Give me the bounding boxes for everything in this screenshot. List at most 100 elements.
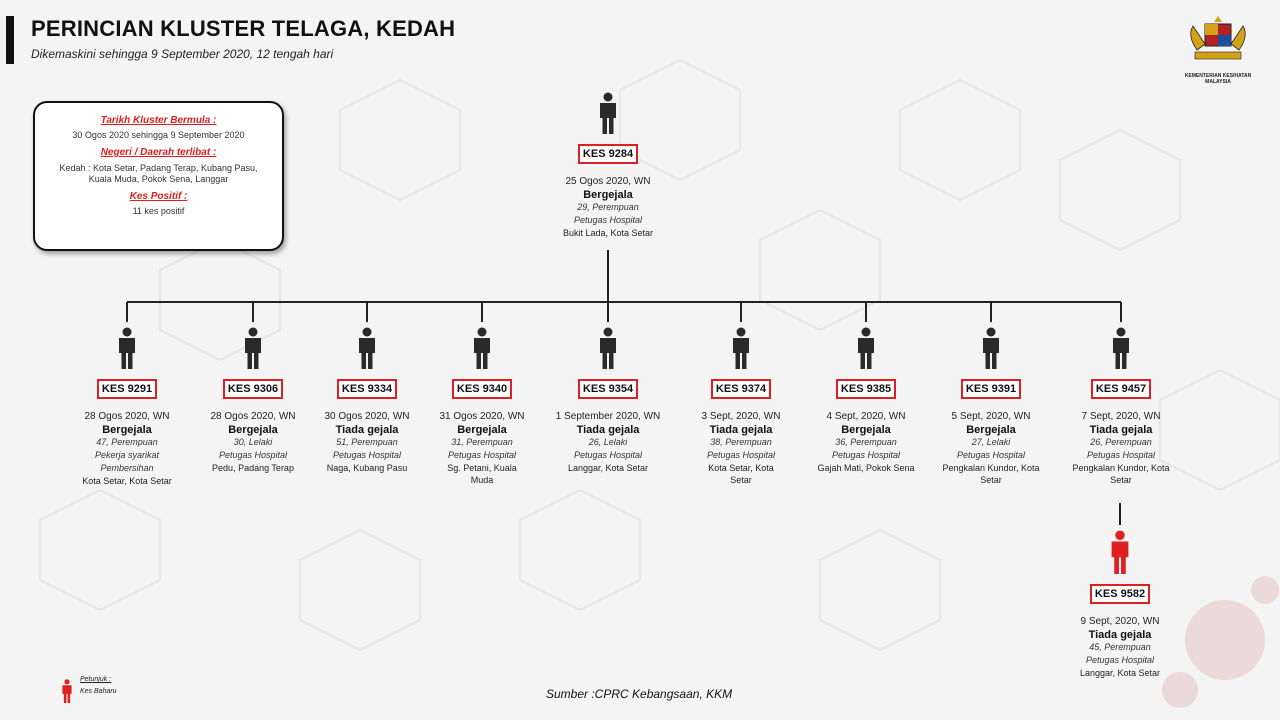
- case-age-gender: 29, Perempuan: [577, 202, 639, 212]
- case-location: Pengkalan Kundor, Kota Setar: [942, 463, 1040, 485]
- case-status: Bergejala: [457, 424, 507, 436]
- case-node: KES 9354 1 September 2020, WN Tiada geja…: [543, 327, 673, 474]
- case-id-box: KES 9284: [577, 144, 639, 164]
- case-occupation: Petugas Hospital: [706, 450, 776, 460]
- case-id-box: KES 9385: [835, 379, 897, 399]
- case-location: Kota Setar, Kota Setar: [708, 463, 774, 485]
- person-icon: [119, 327, 135, 369]
- case-status: Bergejala: [966, 424, 1016, 436]
- case-node: KES 9334 30 Ogos 2020, WN Tiada gejala 5…: [302, 327, 432, 474]
- case-age-gender: 31, Perempuan: [451, 437, 513, 447]
- case-age-gender: 51, Perempuan: [336, 437, 398, 447]
- case-occupation: Petugas Hospital: [332, 450, 402, 460]
- case-id-box: KES 9457: [1090, 379, 1152, 399]
- case-id-box: KES 9291: [96, 379, 158, 399]
- case-id-box: KES 9374: [710, 379, 772, 399]
- case-id-box: KES 9391: [960, 379, 1022, 399]
- case-status: Tiada gejala: [1088, 629, 1152, 641]
- case-id-box: KES 9306: [222, 379, 284, 399]
- ministry-logo: KEMENTERIAN KESIHATAN MALAYSIA: [1170, 12, 1266, 85]
- case-date: 1 September 2020, WN: [555, 411, 661, 422]
- case-age-gender: 26, Lelaki: [588, 437, 628, 447]
- positive-heading: Kes Positif :: [129, 191, 188, 202]
- new-case-person-icon: [62, 679, 72, 703]
- page-subtitle: Dikemaskini sehingga 9 September 2020, 1…: [31, 47, 334, 61]
- area-value: Kedah : Kota Setar, Padang Terap, Kubang…: [59, 163, 258, 184]
- case-node: KES 9385 4 Sept, 2020, WN Bergejala 36, …: [801, 327, 931, 474]
- case-id-box: KES 9582: [1089, 584, 1151, 604]
- person-icon: [245, 327, 261, 369]
- case-occupation: Petugas Hospital: [573, 215, 643, 225]
- case-location: Langgar, Kota Setar: [567, 463, 649, 473]
- case-occupation: Petugas Hospital: [1085, 655, 1155, 665]
- case-occupation: Petugas Hospital: [573, 450, 643, 460]
- case-date: 25 Ogos 2020, WN: [565, 176, 651, 187]
- case-id-box: KES 9340: [451, 379, 513, 399]
- person-icon: [858, 327, 874, 369]
- title-accent-bar: [6, 16, 14, 64]
- source-note: Sumber :CPRC Kebangsaan, KKM: [546, 687, 733, 701]
- cluster-info-box: Tarikh Kluster Bermula : 30 Ogos 2020 se…: [33, 101, 284, 251]
- case-date: 7 Sept, 2020, WN: [1081, 411, 1161, 422]
- case-location: Langgar, Kota Setar: [1079, 668, 1161, 678]
- case-location: Kota Setar, Kota Setar: [82, 476, 172, 486]
- case-status: Tiada gejala: [576, 424, 640, 436]
- case-location: Pengkalan Kundor, Kota Setar: [1072, 463, 1170, 485]
- case-occupation: Pekerja syarikat Pembersihan: [94, 450, 160, 473]
- page-title: PERINCIAN KLUSTER TELAGA, KEDAH: [31, 16, 456, 41]
- case-node: KES 9457 7 Sept, 2020, WN Tiada gejala 2…: [1056, 327, 1186, 486]
- case-occupation: Petugas Hospital: [447, 450, 517, 460]
- person-icon: [600, 92, 616, 134]
- case-status: Bergejala: [583, 189, 633, 201]
- case-node-root: KES 9284 25 Ogos 2020, WN Bergejala 29, …: [543, 92, 673, 239]
- case-age-gender: 36, Perempuan: [835, 437, 897, 447]
- person-icon: [733, 327, 749, 369]
- coat-of-arms-icon: [1190, 16, 1246, 60]
- case-node: KES 9340 31 Ogos 2020, WN Bergejala 31, …: [417, 327, 547, 486]
- case-occupation: Petugas Hospital: [1086, 450, 1156, 460]
- case-status: Bergejala: [228, 424, 278, 436]
- case-node: KES 9391 5 Sept, 2020, WN Bergejala 27, …: [926, 327, 1056, 486]
- person-icon: [1113, 327, 1129, 369]
- logo-caption-line1: KEMENTERIAN KESIHATAN: [1184, 73, 1252, 79]
- area-heading: Negeri / Daerah terlibat :: [100, 147, 217, 158]
- case-date: 3 Sept, 2020, WN: [701, 411, 781, 422]
- case-location: Pedu, Padang Terap: [212, 463, 294, 473]
- case-date: 28 Ogos 2020, WN: [210, 411, 296, 422]
- case-date: 4 Sept, 2020, WN: [826, 411, 906, 422]
- case-id-box: KES 9354: [577, 379, 639, 399]
- case-date: 5 Sept, 2020, WN: [951, 411, 1031, 422]
- case-location: Bukit Lada, Kota Setar: [562, 228, 654, 238]
- case-age-gender: 38, Perempuan: [710, 437, 772, 447]
- start-date-value: 30 Ogos 2020 sehingga 9 September 2020: [72, 130, 245, 140]
- case-date: 9 Sept, 2020, WN: [1080, 616, 1160, 627]
- start-date-heading: Tarikh Kluster Bermula :: [100, 115, 217, 126]
- case-id-box: KES 9334: [336, 379, 398, 399]
- positive-value: 11 kes positif: [132, 206, 185, 216]
- case-occupation: Petugas Hospital: [956, 450, 1026, 460]
- case-date: 30 Ogos 2020, WN: [324, 411, 410, 422]
- case-status: Tiada gejala: [335, 424, 399, 436]
- case-age-gender: 30, Lelaki: [233, 437, 273, 447]
- case-age-gender: 47, Perempuan: [96, 437, 158, 447]
- case-node-new: KES 9582 9 Sept, 2020, WN Tiada gejala 4…: [1055, 530, 1185, 679]
- case-date: 28 Ogos 2020, WN: [84, 411, 170, 422]
- case-node: KES 9306 28 Ogos 2020, WN Bergejala 30, …: [188, 327, 318, 474]
- case-date: 31 Ogos 2020, WN: [439, 411, 525, 422]
- case-occupation: Petugas Hospital: [831, 450, 901, 460]
- case-age-gender: 26, Perempuan: [1090, 437, 1152, 447]
- case-node: KES 9291 28 Ogos 2020, WN Bergejala 47, …: [62, 327, 192, 487]
- case-status: Tiada gejala: [709, 424, 773, 436]
- person-icon: [1111, 530, 1129, 574]
- person-icon: [983, 327, 999, 369]
- case-occupation: Petugas Hospital: [218, 450, 288, 460]
- case-node: KES 9374 3 Sept, 2020, WN Tiada gejala 3…: [676, 327, 806, 486]
- case-status: Tiada gejala: [1089, 424, 1153, 436]
- logo-caption-line2: MALAYSIA: [1205, 79, 1231, 85]
- person-icon: [600, 327, 616, 369]
- person-icon: [474, 327, 490, 369]
- case-location: Sg. Petani, Kuala Muda: [447, 463, 517, 485]
- legend-label: Petunjuk :: [80, 676, 112, 683]
